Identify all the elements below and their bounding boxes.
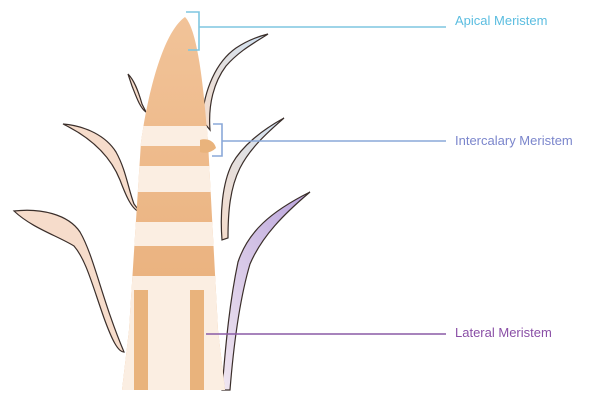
leaf-base-right xyxy=(200,139,216,153)
apical-meristem-label: Apical Meristem xyxy=(455,13,548,28)
vascular-strip-right xyxy=(190,290,204,390)
leaf-middle-right xyxy=(220,117,285,241)
vascular-strip-left xyxy=(134,290,148,390)
stem xyxy=(122,17,225,390)
leaf-small-left xyxy=(127,73,148,114)
stem-band xyxy=(122,222,225,246)
leaf-upper-left xyxy=(62,123,142,213)
intercalary-meristem-label: Intercalary Meristem xyxy=(455,133,573,148)
apical-bracket xyxy=(186,11,200,51)
stem-lower-region xyxy=(122,276,225,390)
leaf-lower-right xyxy=(221,191,311,391)
lateral-meristem-label: Lateral Meristem xyxy=(455,325,552,340)
leaf-upper-right xyxy=(201,33,269,132)
intercalary-bracket xyxy=(212,123,223,157)
stem-band xyxy=(122,126,225,146)
leaf-lower-left xyxy=(12,209,125,353)
